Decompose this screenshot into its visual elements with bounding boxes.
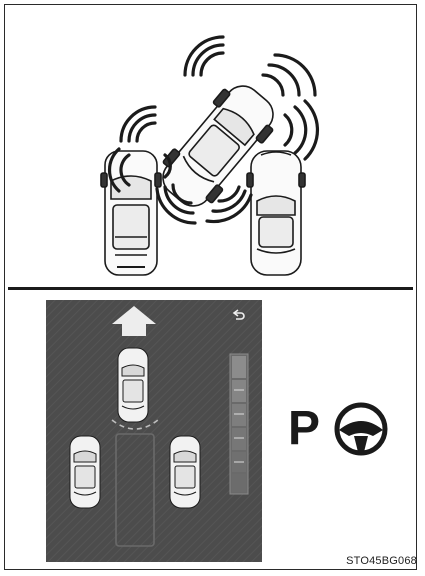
p-letter: P — [288, 398, 320, 460]
parking-assist-display — [46, 300, 262, 562]
distance-gauge — [230, 354, 248, 494]
own-vehicle — [118, 348, 148, 422]
right-vehicle — [170, 436, 200, 508]
section-divider — [8, 287, 413, 290]
parking-assist-indicator: P — [288, 398, 398, 460]
steering-wheel-icon — [332, 400, 390, 458]
display-graphics — [46, 300, 262, 562]
left-vehicle — [70, 436, 100, 508]
parking-maneuver-illustration — [5, 5, 422, 295]
right-parked-car — [247, 151, 305, 275]
figure-code: STO45BG068 — [346, 555, 417, 567]
